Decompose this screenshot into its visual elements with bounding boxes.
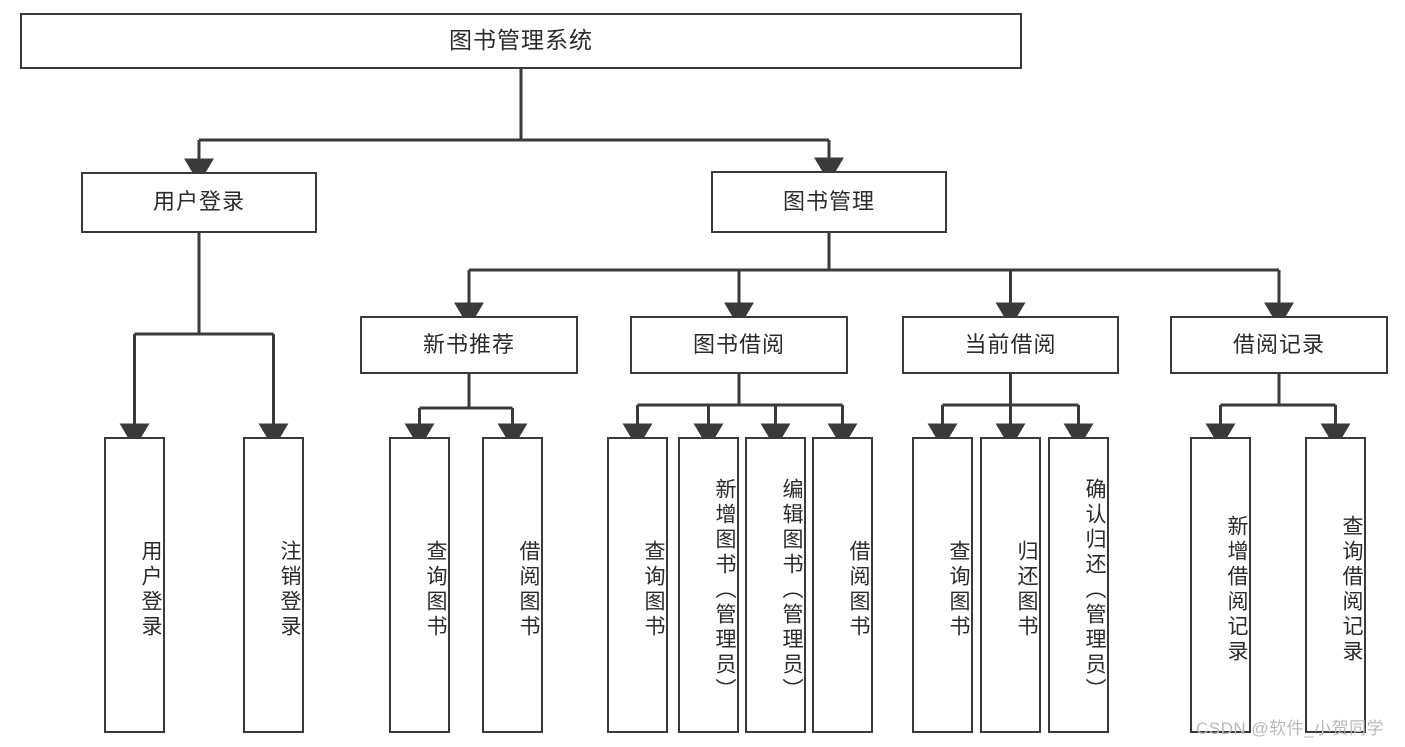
node-label: 注销登录 <box>278 540 301 640</box>
node-label: 编辑图书（管理员） <box>780 477 803 703</box>
node-label: 图书管理系统 <box>449 27 593 54</box>
node-borrow[interactable]: 图书借阅 <box>630 316 848 374</box>
node-bookmgmt[interactable]: 图书管理 <box>711 171 947 233</box>
node-leaf6[interactable]: 新增图书（管理员） <box>678 437 739 733</box>
node-label: 归还图书 <box>1015 540 1038 640</box>
node-leaf13[interactable]: 查询借阅记录 <box>1305 437 1366 733</box>
node-label: 新书推荐 <box>422 331 515 357</box>
node-label: 新增图书（管理员） <box>713 477 736 703</box>
node-leaf9[interactable]: 查询图书 <box>912 437 973 733</box>
node-leaf5[interactable]: 查询图书 <box>607 437 668 733</box>
node-login[interactable]: 用户登录 <box>81 172 317 233</box>
node-leaf7[interactable]: 编辑图书（管理员） <box>745 437 806 733</box>
node-label: 确认归还（管理员） <box>1083 477 1106 703</box>
node-leaf1[interactable]: 用户登录 <box>104 437 165 733</box>
node-label: 查询图书 <box>424 540 447 640</box>
csdn-watermark: CSDN @软件_小贺同学 <box>1196 719 1385 738</box>
node-label: 当前借阅 <box>964 331 1057 357</box>
node-leaf2[interactable]: 注销登录 <box>243 437 304 733</box>
node-label: 查询图书 <box>642 540 665 640</box>
node-label: 借阅图书 <box>847 540 870 640</box>
node-label: 借阅图书 <box>517 540 540 640</box>
node-leaf8[interactable]: 借阅图书 <box>812 437 873 733</box>
node-records[interactable]: 借阅记录 <box>1170 316 1388 374</box>
node-label: 用户登录 <box>152 189 245 215</box>
node-label: 查询图书 <box>947 540 970 640</box>
node-newbook[interactable]: 新书推荐 <box>360 316 578 374</box>
node-label: 新增借阅记录 <box>1225 515 1248 665</box>
node-leaf12[interactable]: 新增借阅记录 <box>1190 437 1251 733</box>
node-leaf3[interactable]: 查询图书 <box>389 437 450 733</box>
node-label: 图书管理 <box>782 188 875 214</box>
node-root[interactable]: 图书管理系统 <box>20 13 1022 69</box>
node-label: 查询借阅记录 <box>1340 515 1363 665</box>
node-leaf10[interactable]: 归还图书 <box>980 437 1041 733</box>
node-leaf11[interactable]: 确认归还（管理员） <box>1048 437 1109 733</box>
node-label: 用户登录 <box>139 540 162 640</box>
node-leaf4[interactable]: 借阅图书 <box>482 437 543 733</box>
node-label: 借阅记录 <box>1232 331 1325 357</box>
node-current[interactable]: 当前借阅 <box>902 316 1119 374</box>
node-label: 图书借阅 <box>692 331 785 357</box>
